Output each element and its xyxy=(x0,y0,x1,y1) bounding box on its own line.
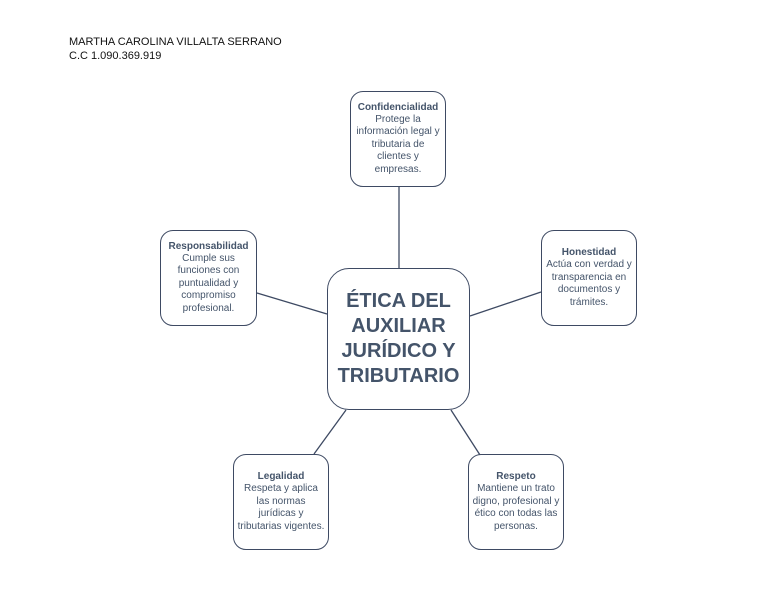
node-respeto-title: Respeto xyxy=(496,471,536,482)
node-responsabilidad-title: Responsabilidad xyxy=(168,240,249,252)
author-id: C.C 1.090.369.919 xyxy=(69,50,162,62)
author-block: MARTHA CAROLINA VILLALTA SERRANO C.C 1.0… xyxy=(69,35,282,63)
connector-honestidad xyxy=(469,291,542,317)
node-honestidad-title: Honestidad xyxy=(561,247,617,258)
node-confidencialidad-desc: Protege la información legal y tributari… xyxy=(356,113,440,175)
node-responsabilidad-desc: Cumple sus funciones con puntualidad y c… xyxy=(177,252,240,314)
connector-responsabilidad xyxy=(256,292,328,315)
author-name: MARTHA CAROLINA VILLALTA SERRANO xyxy=(69,36,282,48)
node-honestidad-desc: Actúa con verdad y transparencia en docu… xyxy=(546,259,632,308)
node-legalidad-title: Legalidad xyxy=(257,471,305,482)
node-respeto: Respeto Mantiene un trato digno, profesi… xyxy=(468,454,564,550)
node-legalidad: Legalidad Respeta y aplica las normas ju… xyxy=(233,454,329,550)
node-confidencialidad: Confidencialidad Protege la información … xyxy=(350,91,446,187)
connector-legalidad xyxy=(313,409,347,455)
node-respeto-desc: Mantiene un trato digno, profesional y é… xyxy=(472,483,560,532)
node-responsabilidad: Responsabilidad Cumple sus funciones con… xyxy=(160,230,257,326)
node-honestidad: Honestidad Actúa con verdad y transparen… xyxy=(541,230,637,326)
node-confidencialidad-title: Confidencialidad xyxy=(357,101,439,113)
central-concept-title: ÉTICA DEL AUXILIAR JURÍDICO Y TRIBUTARIO xyxy=(337,290,460,387)
connector-respeto xyxy=(450,409,481,456)
central-concept-box: ÉTICA DEL AUXILIAR JURÍDICO Y TRIBUTARIO xyxy=(327,268,470,410)
node-legalidad-desc: Respeta y aplica las normas jurídicas y … xyxy=(237,483,325,532)
